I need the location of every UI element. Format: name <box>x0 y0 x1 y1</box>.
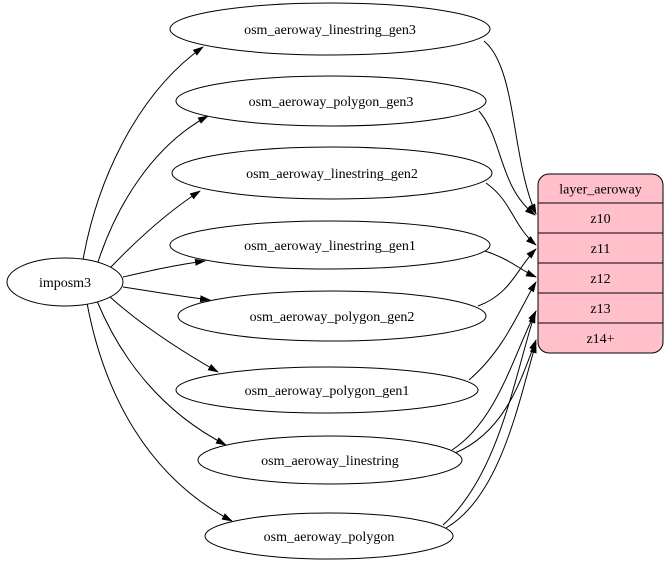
node-label: osm_aeroway_linestring_gen2 <box>246 167 418 182</box>
edge-osm_aeroway_polygon-to-z13 <box>442 312 536 526</box>
node-ellipse <box>177 290 487 342</box>
layer-row-z14+: z14+ <box>586 332 614 347</box>
node-ellipse <box>6 257 124 307</box>
layer-row-z11: z11 <box>591 242 611 257</box>
edge-osm_aeroway_polygon_gen2-to-z11 <box>477 248 537 307</box>
table-node-osm_aeroway_polygon_gen3: osm_aeroway_polygon_gen3 <box>175 75 487 127</box>
node-ellipse <box>175 75 487 127</box>
node-label: osm_aeroway_polygon_gen3 <box>249 95 414 110</box>
edge-imposm3-to-osm_aeroway_polygon_gen1 <box>109 296 219 373</box>
node-ellipse <box>169 2 491 56</box>
table-node-osm_aeroway_linestring: osm_aeroway_linestring <box>197 435 463 485</box>
table-node-osm_aeroway_linestring_gen3: osm_aeroway_linestring_gen3 <box>169 2 491 56</box>
table-node-osm_aeroway_polygon_gen1: osm_aeroway_polygon_gen1 <box>175 366 479 414</box>
edge-osm_aeroway_linestring-to-z13 <box>451 310 537 451</box>
edge-osm_aeroway_linestring_gen2-to-z11 <box>485 182 537 246</box>
edge-imposm3-to-osm_aeroway_linestring_gen3 <box>82 46 204 261</box>
node-label: osm_aeroway_linestring_gen1 <box>244 239 416 254</box>
node-label: osm_aeroway_linestring <box>261 454 399 469</box>
node-ellipse <box>204 512 454 560</box>
edge-osm_aeroway_polygon_gen1-to-z12 <box>468 281 537 381</box>
edge-osm_aeroway_linestring_gen1-to-z12 <box>484 250 537 278</box>
node-ellipse <box>171 146 493 200</box>
node-ellipse <box>175 366 479 414</box>
layer-row-z12: z12 <box>590 272 610 287</box>
edge-imposm3-to-osm_aeroway_linestring_gen2 <box>109 190 201 269</box>
layer-row-z13: z13 <box>590 302 610 317</box>
node-label: osm_aeroway_polygon_gen2 <box>250 310 415 325</box>
node-label: osm_aeroway_polygon_gen1 <box>245 384 410 399</box>
node-ellipse <box>169 220 491 270</box>
table-node-osm_aeroway_polygon: osm_aeroway_polygon <box>204 512 454 560</box>
edge-osm_aeroway_polygon_gen3-to-z10 <box>478 110 536 216</box>
node-label: osm_aeroway_linestring_gen3 <box>244 23 416 38</box>
table-node-osm_aeroway_linestring_gen1: osm_aeroway_linestring_gen1 <box>169 220 491 270</box>
layer-node-title: layer_aeroway <box>559 183 641 198</box>
node-label: imposm3 <box>39 276 91 291</box>
node-ellipse <box>197 435 463 485</box>
edge-osm_aeroway_linestring_gen3-to-z10 <box>483 40 537 215</box>
edge-imposm3-to-osm_aeroway_linestring_gen1 <box>122 258 206 278</box>
layer-node-layer_aeroway: layer_aeroway z10 z11 z12 z13 z14+ <box>537 173 664 354</box>
edge-imposm3-to-osm_aeroway_polygon_gen3 <box>97 115 209 263</box>
source-node-imposm3: imposm3 <box>6 257 124 307</box>
table-node-osm_aeroway_linestring_gen2: osm_aeroway_linestring_gen2 <box>171 146 493 200</box>
edge-imposm3-to-osm_aeroway_polygon <box>86 302 233 522</box>
edge-imposm3-to-osm_aeroway_linestring <box>96 300 227 446</box>
table-node-osm_aeroway_polygon_gen2: osm_aeroway_polygon_gen2 <box>177 290 487 342</box>
node-label: osm_aeroway_polygon <box>264 530 395 545</box>
edge-imposm3-to-osm_aeroway_polygon_gen2 <box>122 286 211 303</box>
edge-osm_aeroway_linestring-to-z14+ <box>454 339 537 454</box>
layer-row-z10: z10 <box>590 212 610 227</box>
edge-osm_aeroway_polygon-to-z14+ <box>445 342 537 529</box>
